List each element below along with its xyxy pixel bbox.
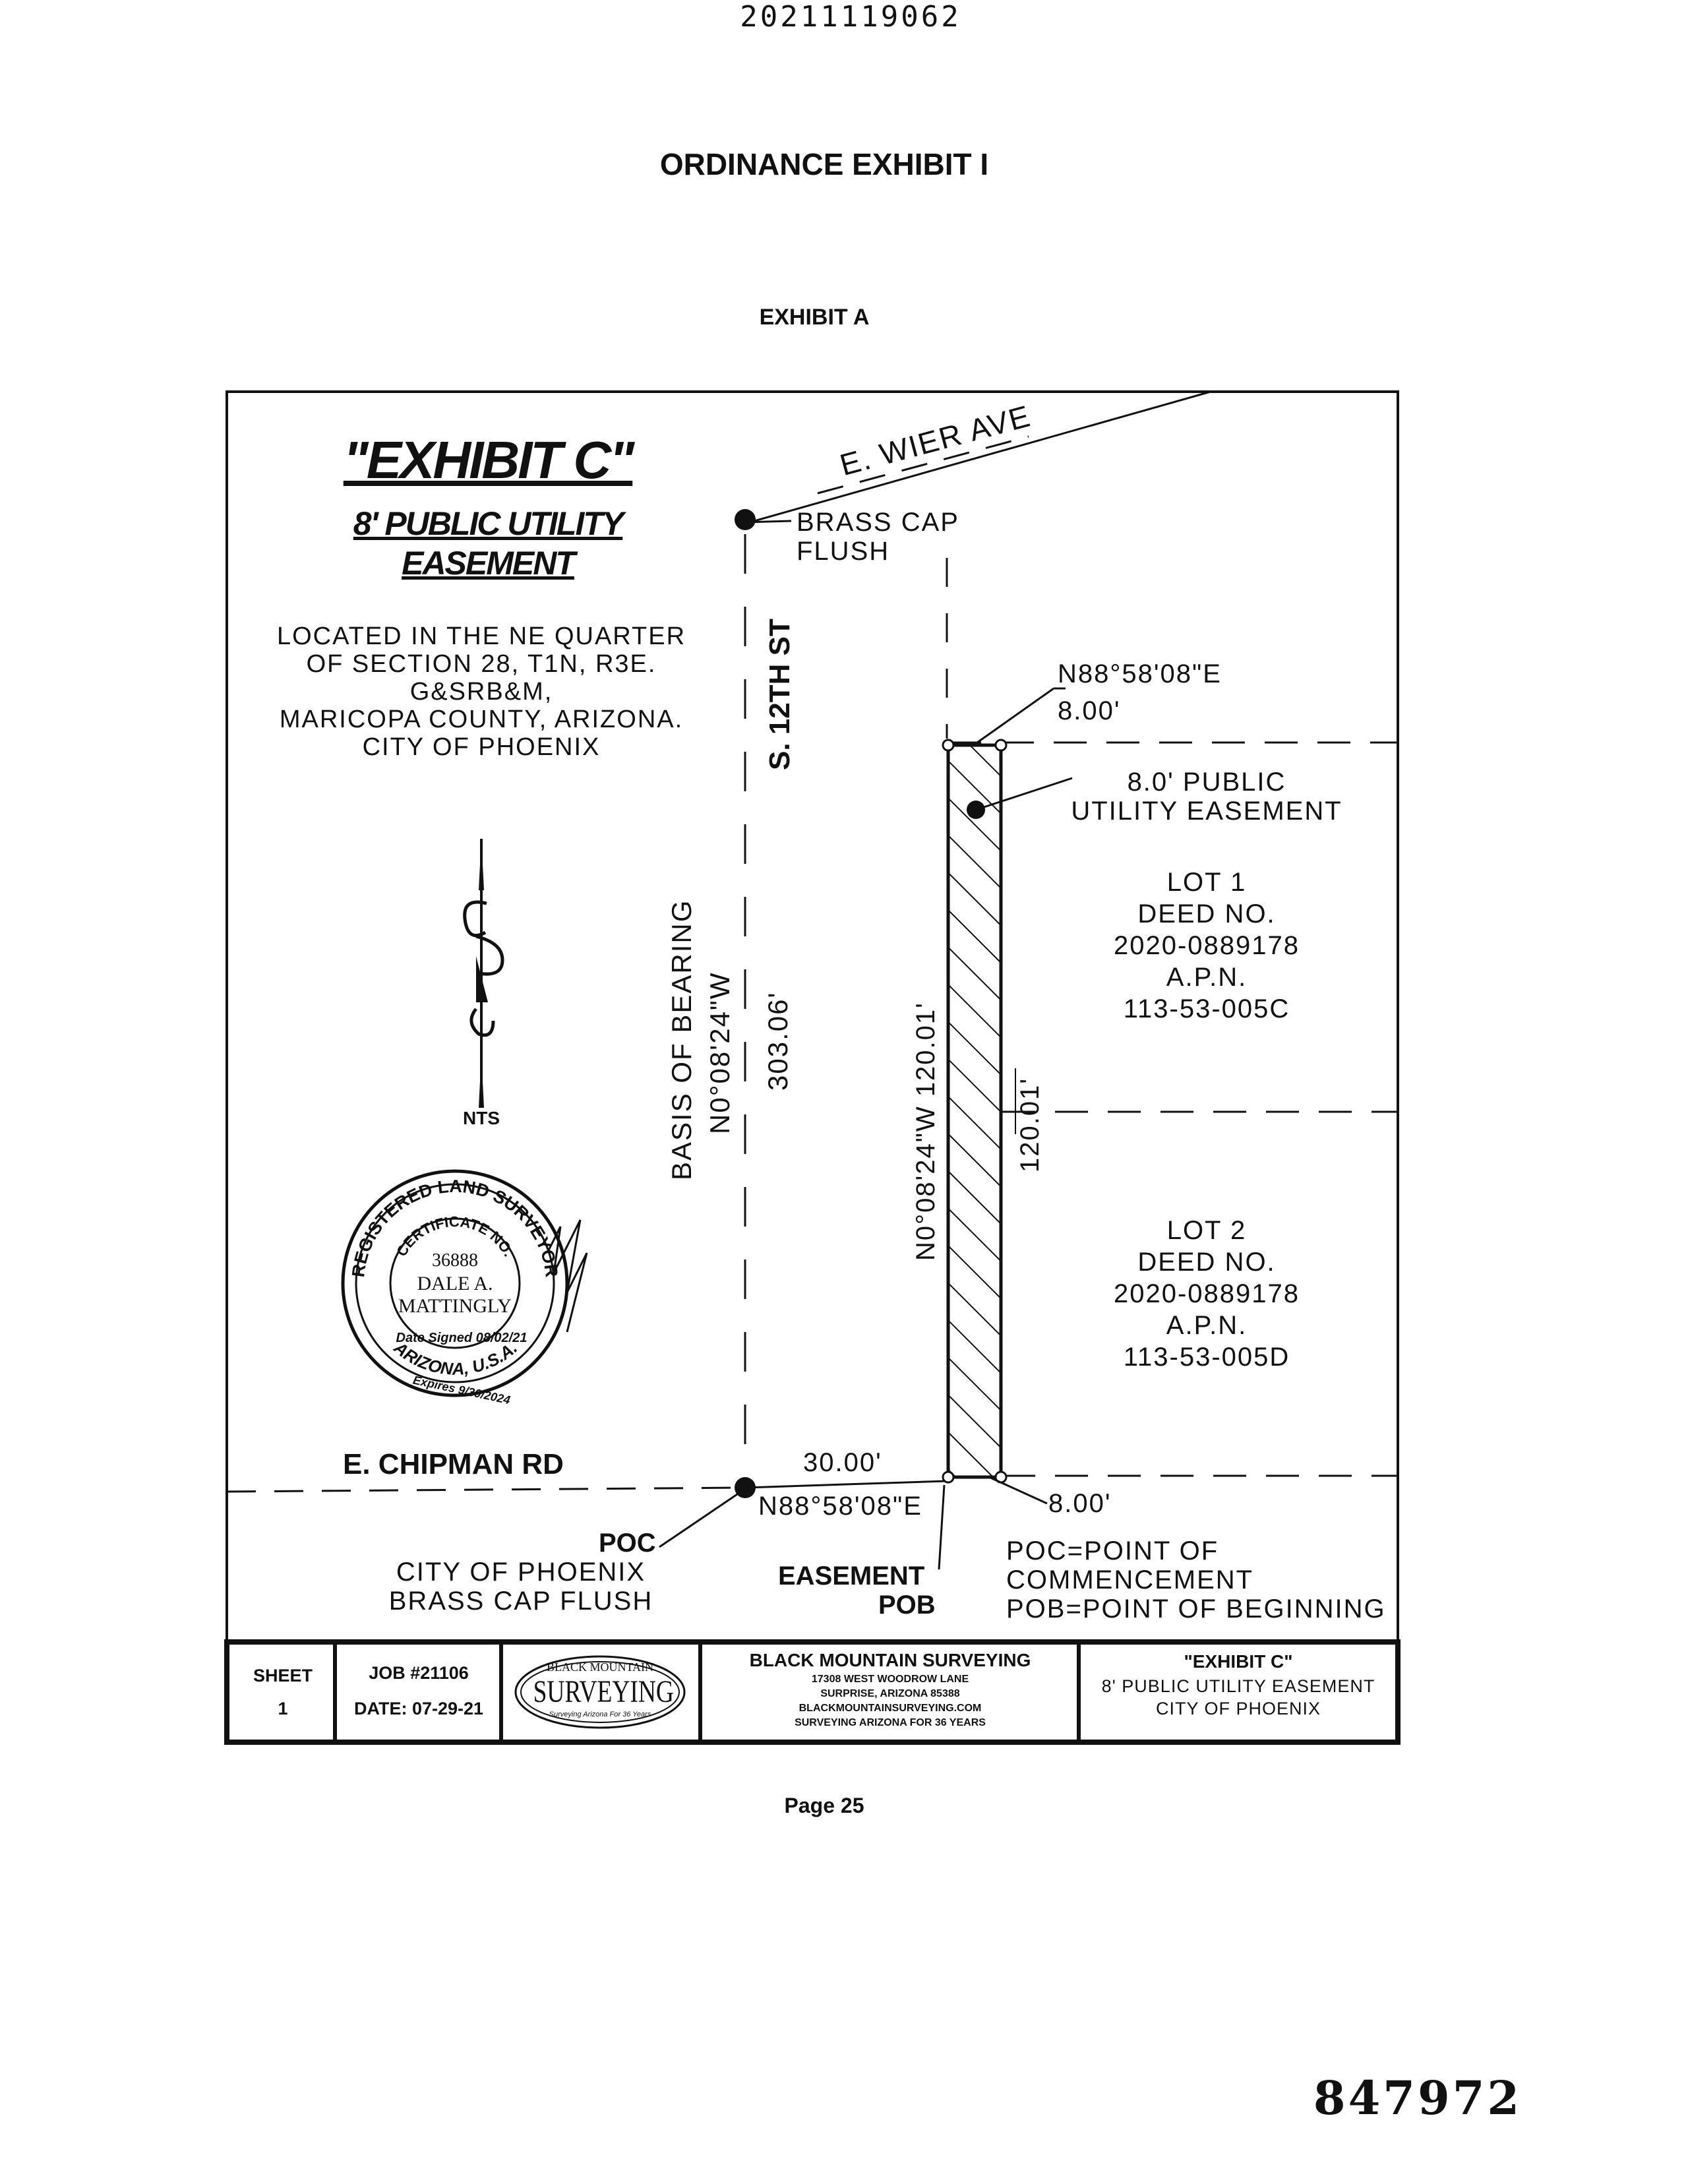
company-address-line1: 17308 WEST WOODROW LANE <box>811 1674 969 1685</box>
location-line-2: OF SECTION 28, T1N, R3E. <box>306 650 657 678</box>
easement-label-line2: UTILITY EASEMENT <box>1071 797 1342 826</box>
company-website: BLACKMOUNTAINSURVEYING.COM <box>799 1703 982 1714</box>
lot1-title: LOT 1 <box>1166 868 1247 897</box>
exhibit-label: EXHIBIT A <box>759 305 870 330</box>
sheet-number: 1 <box>278 1699 288 1718</box>
recording-number: 20211119062 <box>740 0 961 34</box>
lot2-deed-label: DEED NO. <box>1137 1248 1276 1277</box>
lot1-apn-label: A.P.N. <box>1166 963 1248 992</box>
location-line-5: CITY OF PHOENIX <box>362 733 601 761</box>
lot2-apn-number: 113-53-005D <box>1123 1343 1290 1372</box>
distance-bottom: 30.00' <box>803 1448 882 1477</box>
title-block-exhibit: "EXHIBIT C" <box>1184 1651 1293 1672</box>
drawing-date: DATE: 07-29-21 <box>353 1699 484 1718</box>
poc-label: POC <box>599 1529 656 1558</box>
page-number: Page 25 <box>784 1794 864 1817</box>
street-label-chipman-rd: E. CHIPMAN RD <box>343 1448 564 1480</box>
seal-date-signed: Date Signed 08/02/21 <box>396 1331 528 1345</box>
poc-desc-line1: CITY OF PHOENIX <box>396 1558 646 1587</box>
easement-pob-line1: EASEMENT <box>778 1562 925 1591</box>
logo-top-text: BLACK MOUNTAIN <box>546 1660 654 1674</box>
lot1-deed-number: 2020-0889178 <box>1113 931 1300 960</box>
bearing-bottom: N88°58'08"E <box>758 1492 922 1521</box>
east-line-bearing: N0°08'24"W 120.01' <box>911 1002 940 1261</box>
basis-of-bearing-label: BASIS OF BEARING <box>666 899 697 1180</box>
sheet-label: SHEET <box>253 1666 313 1685</box>
seal-name-line2: MATTINGLY <box>398 1295 512 1317</box>
job-number: JOB #21106 <box>369 1663 469 1683</box>
logo-tagline: Surveying Arizona For 36 Years <box>549 1711 651 1718</box>
chipman-rd-centerline <box>226 1486 746 1493</box>
company-logo-oval <box>514 1655 686 1729</box>
poc-desc-line2: BRASS CAP FLUSH <box>388 1587 653 1616</box>
company-slogan: SURVEYING ARIZONA FOR 36 YEARS <box>795 1717 986 1728</box>
lot1-apn-number: 113-53-005C <box>1123 994 1290 1023</box>
legend-line3: POB=POINT OF BEGINNING <box>1006 1594 1386 1623</box>
stamped-number: 847972 <box>1313 2071 1522 2125</box>
legend-line2: COMMENCEMENT <box>1006 1565 1254 1594</box>
seal-name-line1: DALE A. <box>417 1273 493 1294</box>
lot2-title: LOT 2 <box>1166 1216 1247 1245</box>
distance-bottom-right: 8.00' <box>1048 1489 1112 1518</box>
seal-number: 36888 <box>432 1250 478 1271</box>
brass-cap-top-marker <box>735 509 756 530</box>
company-address-line2: SURPRISE, ARIZONA 85388 <box>820 1688 960 1699</box>
title-block-frame <box>224 1639 1401 1745</box>
legend-line1: POC=POINT OF <box>1006 1536 1219 1565</box>
title-block-city: CITY OF PHOENIX <box>1155 1699 1321 1718</box>
logo-main-text: SURVEYING <box>533 1674 674 1709</box>
nts-label: NTS <box>463 1108 500 1128</box>
exhibit-c-title: "EXHIBIT C" <box>343 431 634 489</box>
east-line-distance: 120.01' <box>1015 1077 1044 1172</box>
basis-bearing-value: N0°08'24"W <box>704 971 735 1135</box>
bearing-top: N88°58'08"E <box>1058 659 1222 688</box>
easement-pob-line2: POB <box>878 1591 936 1620</box>
easement-label-line1: 8.0' PUBLIC <box>1127 768 1286 797</box>
ordinance-title: ORDINANCE EXHIBIT I <box>659 147 989 181</box>
exhibit-subtitle-line1: 8' PUBLIC UTILITY <box>353 505 624 542</box>
street-label-12th-st: S. 12TH ST <box>764 619 796 770</box>
lot2-apn-label: A.P.N. <box>1166 1311 1248 1340</box>
lot2-deed-number: 2020-0889178 <box>1113 1279 1300 1308</box>
brass-cap-top-line1: BRASS CAP <box>797 508 959 537</box>
basis-distance-value: 303.06' <box>762 991 793 1091</box>
title-block-exhibit-desc: 8' PUBLIC UTILITY EASEMENT <box>1101 1676 1375 1696</box>
company-name: BLACK MOUNTAIN SURVEYING <box>749 1650 1031 1670</box>
wier-ave-line <box>744 390 1211 525</box>
location-line-3: G&SRB&M, <box>409 678 553 706</box>
distance-top: 8.00' <box>1058 696 1121 725</box>
brass-cap-top-line2: FLUSH <box>797 537 890 566</box>
north-arrow-icon <box>463 839 504 1108</box>
location-line-1: LOCATED IN THE NE QUARTER <box>276 622 686 650</box>
location-line-4: MARICOPA COUNTY, ARIZONA. <box>279 706 684 733</box>
easement-strip <box>946 743 1003 1479</box>
lot1-deed-label: DEED NO. <box>1137 899 1276 928</box>
exhibit-subtitle-line2: EASEMENT <box>402 545 576 582</box>
